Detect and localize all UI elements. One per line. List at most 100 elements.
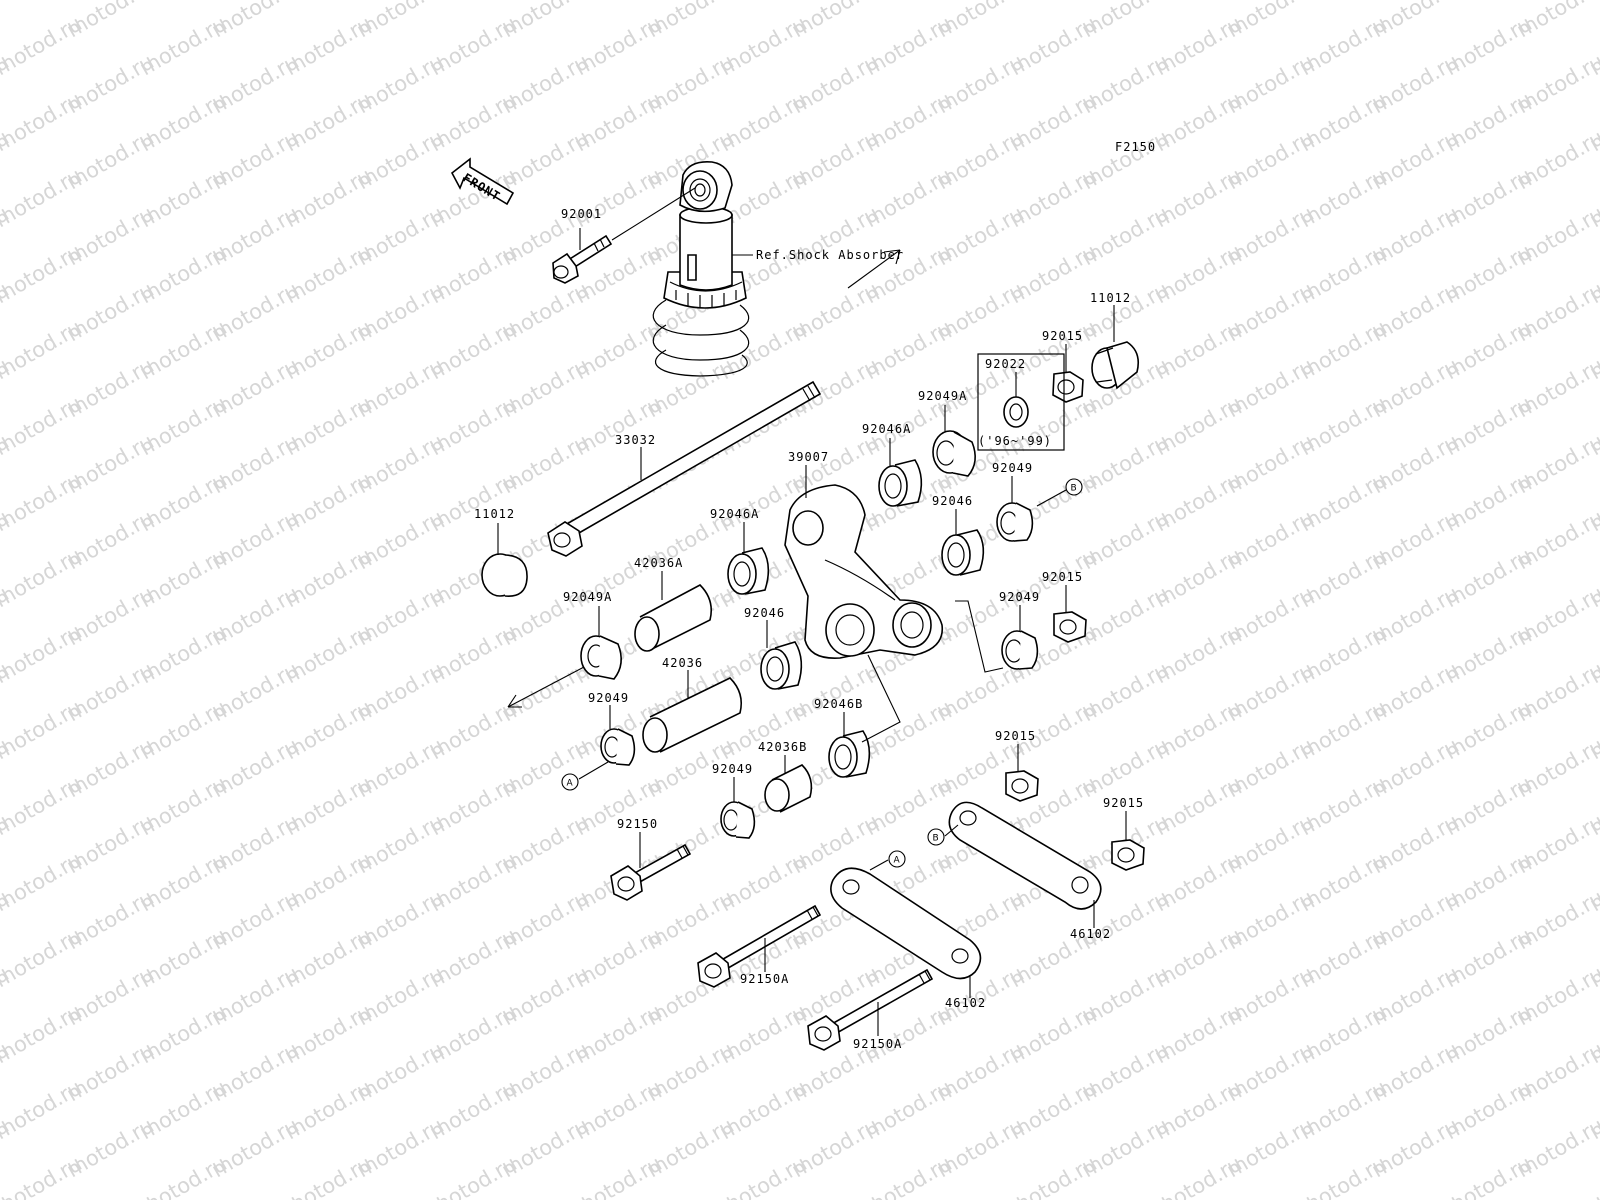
watermark-text: motod.ru xyxy=(716,0,811,4)
collar-92049A-left xyxy=(580,606,622,680)
ref-circle-a-plate: A xyxy=(888,850,906,868)
label-92049-right-mid: 92049 xyxy=(999,590,1040,604)
watermark-text: motod.ru xyxy=(136,1151,231,1200)
label-42036B: 42036B xyxy=(758,740,807,754)
sleeve-42036 xyxy=(642,670,743,753)
bolt-92150 xyxy=(610,832,692,901)
nut-92015-mid xyxy=(1053,585,1087,643)
label-42036: 42036 xyxy=(662,656,703,670)
label-33032: 33032 xyxy=(615,433,656,447)
watermark-text: motod.ru xyxy=(1513,1189,1600,1200)
nut-92015-top xyxy=(1052,344,1084,403)
collar-92049A-top xyxy=(932,405,976,477)
label-92049-right-top: 92049 xyxy=(992,461,1033,475)
nut-92015-lower xyxy=(1005,744,1039,802)
bolt-92150A-right xyxy=(807,968,934,1051)
svg-text:B: B xyxy=(933,834,939,844)
bearing-92046A-left xyxy=(727,522,770,595)
watermark-text: motod.ru xyxy=(1441,0,1536,4)
watermark-text: motod.ru xyxy=(0,0,86,4)
watermark-text: motod.ru xyxy=(0,239,86,308)
watermark-text: motod.ru xyxy=(0,315,86,384)
watermark-text: motod.ru xyxy=(1296,0,1391,4)
bolt-92150A-left xyxy=(697,904,822,988)
cap-11012-left xyxy=(481,523,528,597)
watermark-text: motod.ru xyxy=(788,1189,883,1200)
svg-text:A: A xyxy=(567,779,574,789)
watermark-text: motod.ru xyxy=(136,0,231,4)
watermark-text: motod.ru xyxy=(0,163,86,232)
bolt-92001 xyxy=(552,187,696,284)
label-92046B: 92046B xyxy=(814,697,863,711)
watermark-text: motod.ru xyxy=(0,543,86,612)
sleeve-42036A xyxy=(634,571,713,652)
cap-11012-right xyxy=(1091,305,1140,390)
watermark-text: motod.ru xyxy=(861,0,956,4)
watermark-text: motod.ru xyxy=(0,87,86,156)
watermark-text: motod.ru xyxy=(426,0,521,4)
watermark-text: motod.ru xyxy=(861,1151,956,1200)
sleeve-42036B xyxy=(764,755,813,813)
shaft-33032 xyxy=(547,380,822,557)
watermark-text: motod.ru xyxy=(0,1075,86,1144)
label-92150: 92150 xyxy=(617,817,658,831)
label-92022: 92022 xyxy=(985,357,1026,371)
label-92046-right: 92046 xyxy=(932,494,973,508)
ref-circle-a-left: A xyxy=(561,773,579,791)
svg-text:A: A xyxy=(894,856,901,866)
watermark-text: motod.ru xyxy=(933,1189,1028,1200)
label-92015-far: 92015 xyxy=(1103,796,1144,810)
collar-92049-bottom xyxy=(720,777,756,839)
watermark-text: motod.ru xyxy=(0,619,86,688)
bearing-92046A-top xyxy=(878,438,923,507)
ref-circle-b-right: B xyxy=(1065,478,1083,496)
label-92049A-left: 92049A xyxy=(563,590,612,604)
watermark-text: motod.ru xyxy=(0,0,13,42)
watermark-text: motod.ru xyxy=(0,999,86,1068)
watermark-text: motod.ru xyxy=(1296,1151,1391,1200)
watermark-text: motod.ru xyxy=(1006,1151,1101,1200)
watermark-text: motod.ru xyxy=(1441,1151,1536,1200)
watermark-text: motod.ru xyxy=(0,847,86,916)
watermark-text: motod.ru xyxy=(1151,0,1246,4)
label-11012-right: 11012 xyxy=(1090,291,1131,305)
rocker-arm-39007 xyxy=(784,465,944,659)
watermark-text: motod.ru xyxy=(0,923,86,992)
watermark-text: motod.ru xyxy=(426,1151,521,1200)
label-92046A-top: 92046A xyxy=(862,422,911,436)
bearing-92046B xyxy=(828,654,901,778)
label-92046-left: 92046 xyxy=(744,606,785,620)
collar-92049-right-mid xyxy=(955,600,1039,673)
nut-92015-far xyxy=(1111,811,1145,871)
year-note: ('96~'99) xyxy=(978,434,1052,448)
watermark-text: motod.ru xyxy=(281,1151,376,1200)
watermark-text: motod.ru xyxy=(571,0,666,4)
label-92049-bottom: 92049 xyxy=(712,762,753,776)
collar-92049-left xyxy=(578,705,636,780)
watermark-text: motod.ru xyxy=(0,1151,86,1200)
watermark-text: motod.ru xyxy=(571,1151,666,1200)
watermark-text: motod.ru xyxy=(0,695,86,764)
label-92015-mid: 92015 xyxy=(1042,570,1083,584)
shock-ref-label: Ref.Shock Absorber xyxy=(756,248,904,262)
link-plate-46102-left xyxy=(830,859,982,998)
watermark-text: motod.ru xyxy=(1006,0,1101,4)
label-92001: 92001 xyxy=(561,207,602,221)
watermark-text: motod.ru xyxy=(0,467,86,536)
figure-code: F2150 xyxy=(1115,140,1156,154)
watermark-text: motod.ru xyxy=(498,1189,593,1200)
label-92150A-right: 92150A xyxy=(853,1037,902,1051)
watermark-text: motod.ru xyxy=(208,1189,303,1200)
label-92015-top: 92015 xyxy=(1042,329,1083,343)
watermark-text: motod.ru xyxy=(0,11,86,80)
label-46102-left: 46102 xyxy=(945,996,986,1010)
label-92150A-left: 92150A xyxy=(740,972,789,986)
ref-circle-b-plate: B xyxy=(927,828,945,846)
label-92049A-top: 92049A xyxy=(918,389,967,403)
collar-92049-right-top xyxy=(996,476,1067,542)
label-39007: 39007 xyxy=(788,450,829,464)
watermark-text: motod.ru xyxy=(1151,1151,1246,1200)
svg-text:B: B xyxy=(1071,484,1077,494)
bearing-92046-left xyxy=(760,620,803,690)
